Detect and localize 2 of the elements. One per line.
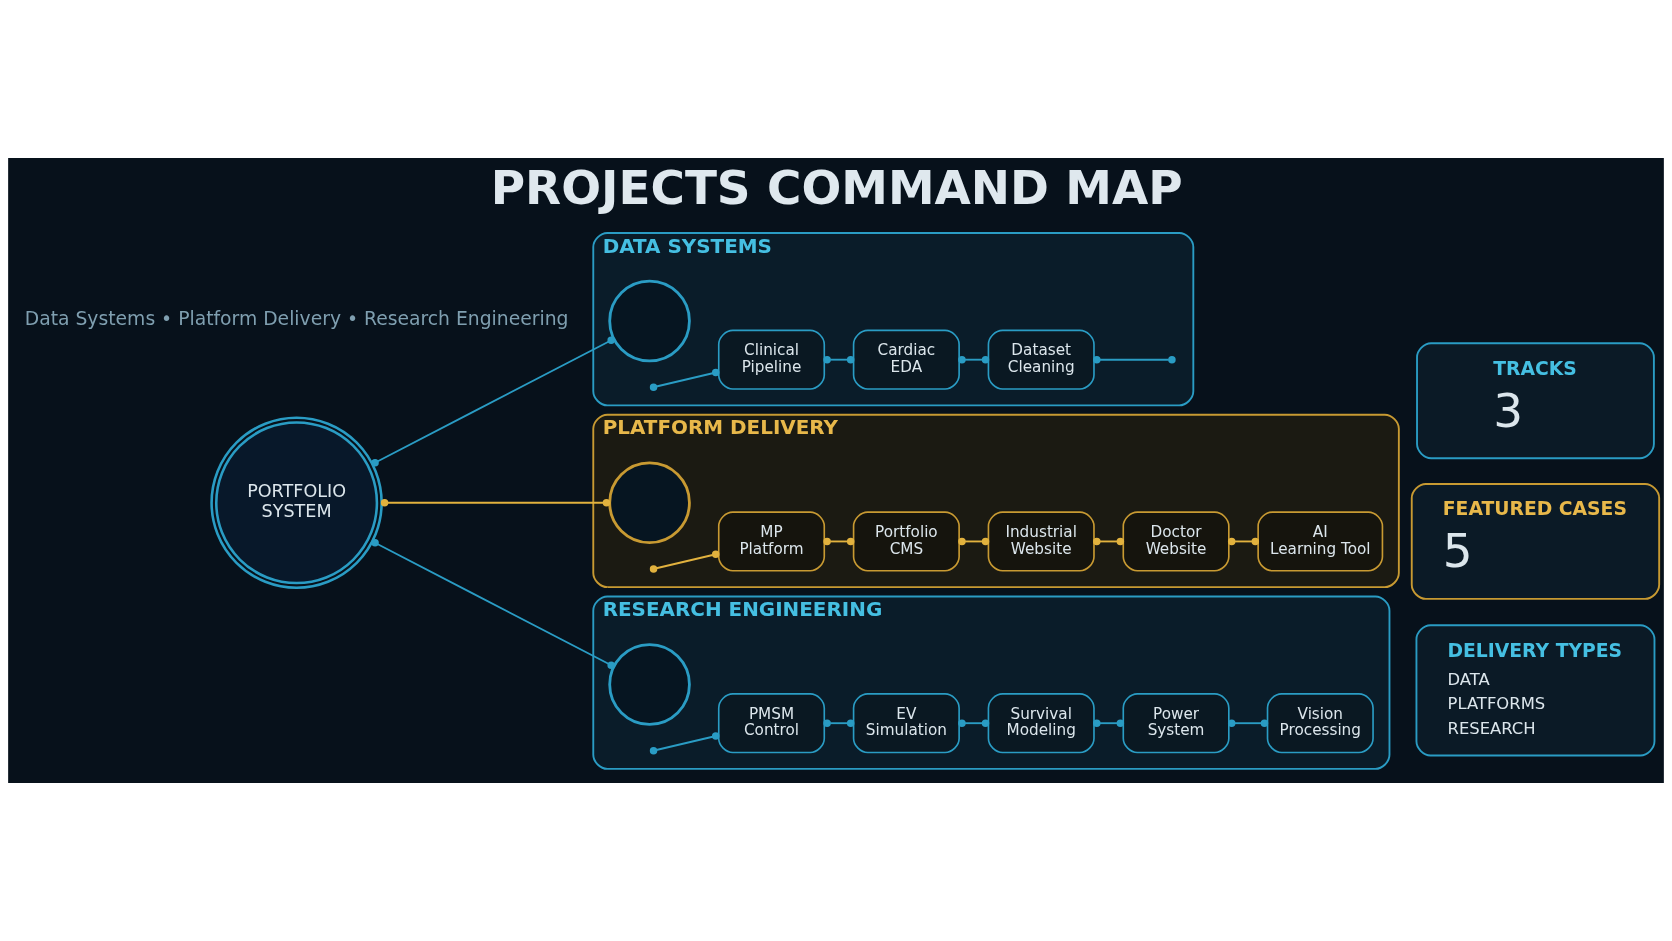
label: Data Systems • Platform Delivery • Research Engineering xyxy=(24,308,569,330)
diagram-title: PROJECTS COMMAND MAP xyxy=(490,159,1183,215)
